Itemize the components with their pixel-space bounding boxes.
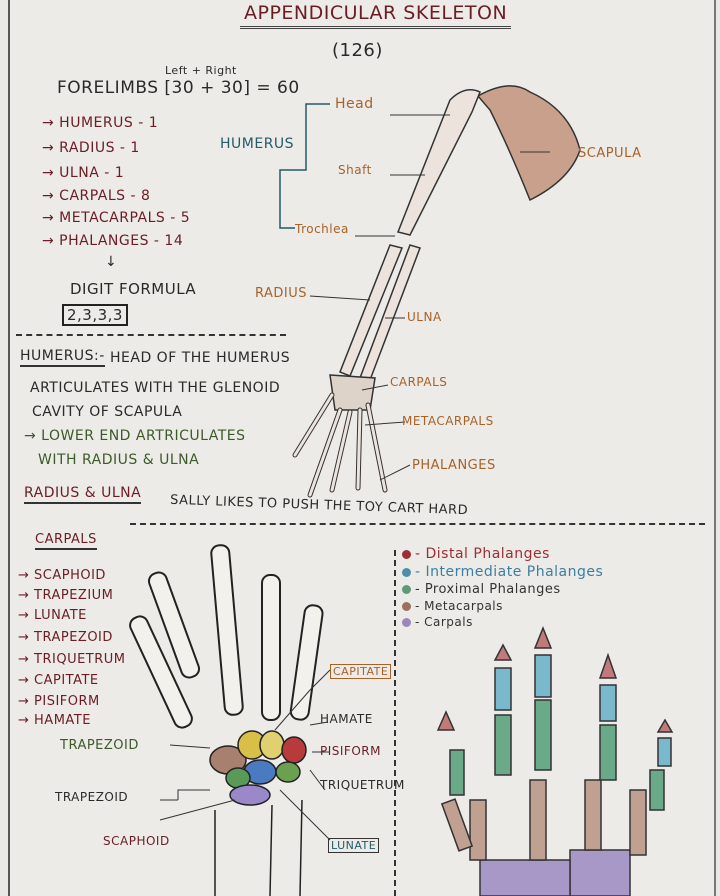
arrow-down-icon: ↓ [105,254,118,270]
phalanges-label: PHALANGES [412,458,496,473]
bone-list-item: → HUMERUS - 1 [42,115,159,131]
bone-count: (126) [332,40,383,61]
blue-dot-icon [402,567,411,577]
green-dot-icon [402,585,411,594]
carpals-label: CARPALS [390,375,448,389]
digit-formula-value: 2,3,3,3 [62,304,128,326]
humerus-note: → LOWER END ARTRICULATES [24,428,246,444]
humerus-note: HEAD OF THE HUMERUS [110,350,291,366]
humerus-note: ARTICULATES WITH THE GLENOID [30,380,281,396]
humerus-note: CAVITY OF SCAPULA [32,404,183,420]
ulna-label: ULNA [407,310,442,324]
hamate-label: HAMATE [320,712,373,726]
carpal-item: → TRAPEZOID [18,630,113,645]
bone-list-item: → CARPALS - 8 [42,188,151,204]
carpal-item: → CAPITATE [18,673,99,688]
legend-label: - Carpals [415,615,473,629]
triquetrum-label: TRIQUETRUM [320,778,405,792]
trochlea-label: Trochlea [295,222,349,236]
carpal-item: → PISIFORM [18,694,100,709]
carpal-item: → TRIQUETRUM [18,652,126,667]
legend-label: - Metacarpals [415,599,503,613]
bone-list-item: → ULNA - 1 [42,165,125,181]
humerus-shape [396,89,481,236]
metacarpals-label: METACARPALS [402,414,494,428]
humerus-notes-heading: HUMERUS:- [20,348,105,367]
legend-item: - Distal Phalanges [402,546,603,562]
red-dot-icon [402,549,411,559]
pisiform-label: PISIFORM [320,744,381,758]
bone-list-item: → RADIUS - 1 [42,140,140,156]
notebook-page: APPENDICULAR SKELETON (126) Left + Right… [8,0,716,896]
left-right-note: Left + Right [165,64,237,77]
bone-illustrations [129,85,674,896]
digit-formula-label: DIGIT FORMULA [70,280,197,298]
legend-label: - Distal Phalanges [415,546,550,562]
carpal-item: → LUNATE [18,608,87,623]
carpal-item: → HAMATE [18,713,91,728]
legend-item: - Intermediate Phalanges [402,564,603,580]
legend-label: - Intermediate Phalanges [415,564,604,580]
purple-dot-icon [402,618,411,627]
legend-item: - Carpals [402,615,603,629]
trapezoid-label-2: TRAPEZOID [55,790,129,804]
capitate-label: CAPITATE [330,664,392,679]
bone-list-item: → PHALANGES - 14 [42,233,184,249]
trapezoid-label: TRAPEZOID [60,738,139,753]
lunate-label: LUNATE [328,838,380,853]
forelimbs-formula: FORELIMBS [30 + 30] = 60 [57,78,300,98]
scapula-shape [476,85,581,202]
bone-list-item: → METACARPALS - 5 [42,210,191,226]
radius-ulna-heading: RADIUS & ULNA [24,485,142,504]
legend-item: - Proximal Phalanges [402,582,603,597]
head-label: Head [335,96,374,112]
shaft-label: Shaft [338,163,372,177]
scapula-label: SCAPULA [578,146,642,161]
humerus-label: HUMERUS [220,136,295,152]
page-title: APPENDICULAR SKELETON [240,2,512,29]
scaphoid-label: SCAPHOID [103,834,170,848]
carpal-item: → SCAPHOID [18,568,106,583]
carpals-heading: CARPALS [35,532,97,550]
brown-dot-icon [402,602,411,611]
color-legend: - Distal Phalanges - Intermediate Phalan… [402,546,603,629]
carpal-item: → TRAPEZIUM [18,588,114,603]
legend-label: - Proximal Phalanges [415,582,561,597]
legend-item: - Metacarpals [402,599,603,613]
humerus-note: WITH RADIUS & ULNA [38,452,200,468]
radius-label: RADIUS [255,286,308,301]
